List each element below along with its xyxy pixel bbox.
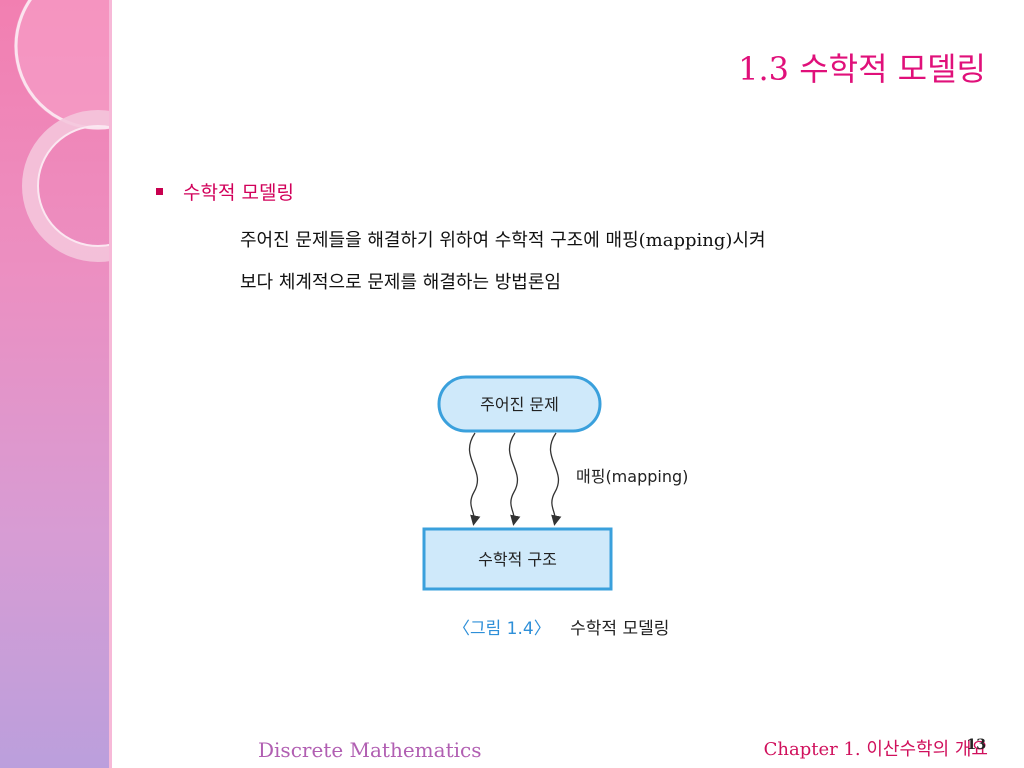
slide-title: 1.3 수학적 모델링 [738, 50, 986, 88]
decorative-sidebar [0, 0, 112, 768]
structure-node [422, 527, 613, 591]
body-line-1: 주어진 문제들을 해결하기 위하여 수학적 구조에 매핑(mapping)시켜 [240, 230, 766, 251]
mapping-label: 매핑(mapping) [576, 467, 688, 486]
figure-caption-text: 수학적 모델링 [570, 619, 670, 639]
bullet-heading: 수학적 모델링 [183, 182, 294, 204]
problem-node-label: 주어진 문제 [480, 395, 559, 414]
decorative-rings [14, 0, 112, 262]
mapping-arrow-1 [468, 432, 481, 526]
footer-course: Discrete Mathematics [258, 738, 482, 762]
structure-node-label: 수학적 구조 [478, 550, 557, 569]
footer-chapter: Chapter 1. 이산수학의 개요 [763, 739, 988, 760]
figure-number: 〈그림 1.4〉 [453, 619, 551, 639]
figure-caption: 〈그림 1.4〉 수학적 모델링 [453, 614, 669, 639]
mapping-arrow-3 [549, 432, 562, 526]
page-number: 13 [966, 737, 986, 753]
mapping-arrow-2 [508, 432, 521, 526]
square-bullet-icon [156, 188, 163, 195]
body-line-2: 보다 체계적으로 문제를 해결하는 방법론임 [240, 272, 561, 293]
problem-node [437, 375, 602, 433]
bullet-item: 수학적 모델링 [156, 178, 294, 205]
